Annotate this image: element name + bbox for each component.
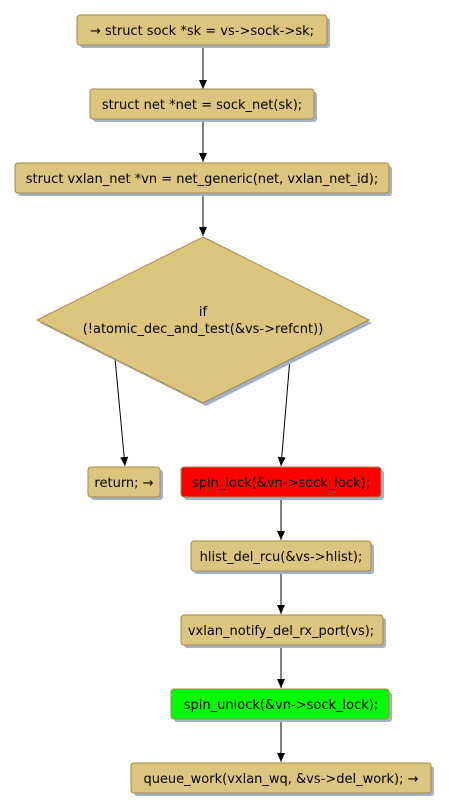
node-spin-lock-label: spin_lock(&vn->sock_lock); [192,476,370,491]
node-sk-assign-label: → struct sock *sk = vs->sock->sk; [90,24,314,39]
edges [114,45,291,762]
node-queue-work-label: queue_work(vxlan_wq, &vs->del_work); → [143,772,418,787]
node-sk-assign: → struct sock *sk = vs->sock->sk; [76,14,330,48]
node-hlist-del: hlist_del_rcu(&vs->hlist); [190,540,374,574]
node-spin-unlock: spin_unlock(&vn->sock_lock); [170,688,392,722]
node-vn-assign: struct vxlan_net *vn = net_generic(net, … [14,162,392,196]
decision-label-condition: (!atomic_dec_and_test(&vs->refcnt)) [83,322,324,337]
node-spin-unlock-label: spin_unlock(&vn->sock_lock); [184,698,378,713]
node-hlist-del-label: hlist_del_rcu(&vs->hlist); [200,550,363,565]
node-vn-assign-label: struct vxlan_net *vn = net_generic(net, … [26,172,379,187]
node-net-assign: struct net *net = sock_net(sk); [89,88,317,122]
decision-label-if: if [199,305,208,320]
node-queue-work: queue_work(vxlan_wq, &vs->del_work); → [130,762,434,796]
edge-decision-to-spinlock [277,357,291,467]
node-spin-lock: spin_lock(&vn->sock_lock); [180,466,384,500]
node-return-label: return; → [94,476,153,491]
node-notify-del: vxlan_notify_del_rx_port(vs); [180,614,386,648]
node-refcnt-decision: if (!atomic_dec_and_test(&vs->refcnt)) [35,236,372,406]
node-notify-del-label: vxlan_notify_del_rx_port(vs); [188,624,374,639]
edge-decision-to-return [114,357,129,467]
node-net-assign-label: struct net *net = sock_net(sk); [102,98,302,113]
node-return: return; → [87,466,163,500]
